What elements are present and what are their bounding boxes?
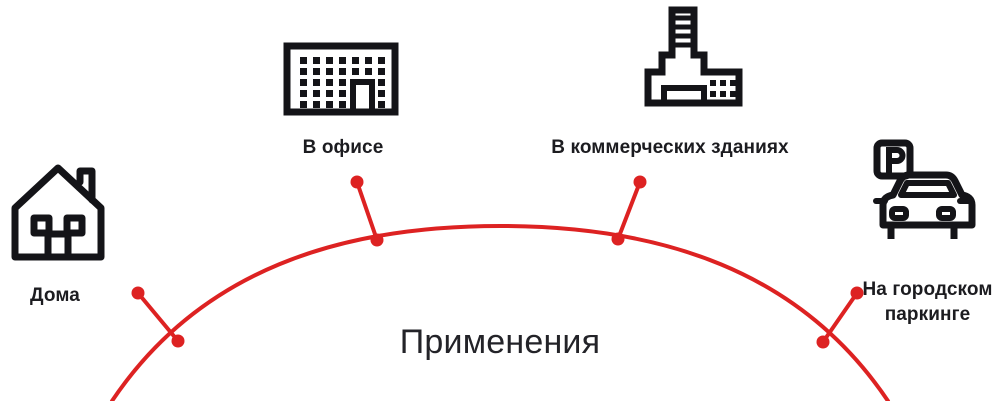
connector-office <box>350 175 384 247</box>
arc-dot-office <box>370 233 384 247</box>
parking-car-icon <box>873 139 976 239</box>
node-label-commercial: В коммерческих зданиях <box>551 137 789 158</box>
connector-parking <box>816 286 864 349</box>
leader-dot-parking <box>850 286 864 300</box>
leader-dot-commercial <box>633 175 647 189</box>
node-label-parking: На городском паркинге <box>862 279 993 325</box>
leader-dot-home <box>131 286 145 300</box>
house-icon <box>11 164 105 261</box>
arc-dot-home <box>171 334 185 348</box>
connector-line-commercial <box>616 180 642 241</box>
page-title: Применения <box>399 323 601 361</box>
connector-home <box>131 286 185 348</box>
node-label-home: Дома <box>30 285 80 306</box>
factory-building-icon <box>644 6 743 107</box>
connector-line-parking <box>821 291 859 344</box>
connector-commercial <box>611 175 647 246</box>
main-arc <box>110 223 890 401</box>
connector-line-office <box>355 180 379 242</box>
arc-dot-commercial <box>611 232 625 246</box>
leader-dot-office <box>350 175 364 189</box>
connector-line-home <box>136 291 180 343</box>
office-building-icon <box>283 42 399 116</box>
arc-dot-parking <box>816 335 830 349</box>
parking-sign-icon <box>873 139 914 180</box>
node-label-office: В офисе <box>302 137 384 158</box>
